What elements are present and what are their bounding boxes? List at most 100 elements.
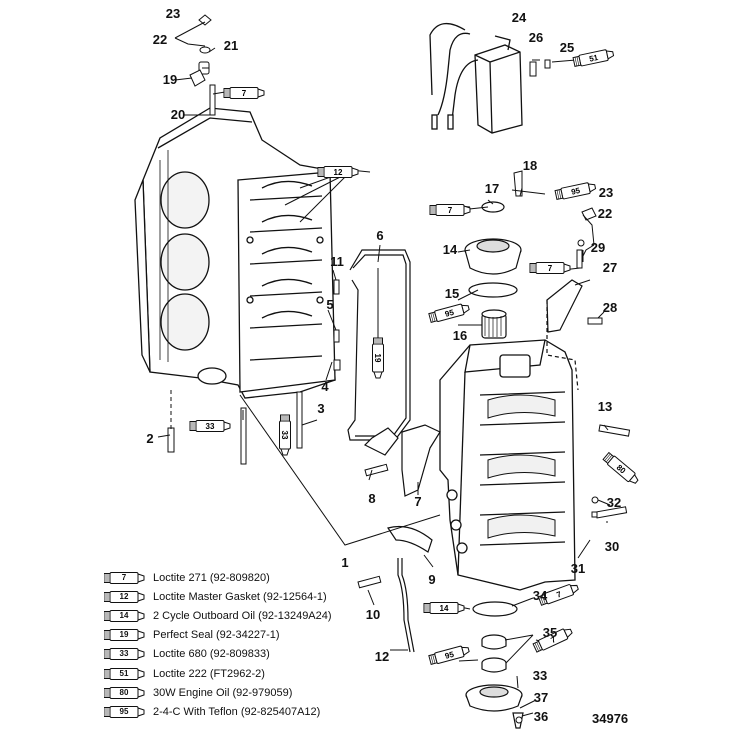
part-callout-number: 23 <box>166 6 180 21</box>
lubricant-tube-icon: 19 <box>104 629 146 642</box>
part-callout-number: 21 <box>224 38 238 53</box>
upper-end-cap <box>464 201 522 339</box>
part-callout-number: 11 <box>330 254 344 269</box>
tube-tag: 7 <box>429 204 471 216</box>
part-callout-number: 2 <box>146 431 153 446</box>
tube-tag-number: 95 <box>444 650 455 661</box>
part-callout-number: 5 <box>326 297 333 312</box>
part-callout-number: 30 <box>605 539 619 554</box>
tube-tag: 19 <box>372 337 384 379</box>
part-callout-number: 9 <box>428 572 435 587</box>
legend-row: 80 30W Engine Oil (92-979059) <box>104 683 404 702</box>
lubricant-tube-icon: 95 <box>104 705 146 718</box>
legend-code: 95 <box>119 706 129 716</box>
tube-tag: 95 <box>428 301 471 324</box>
tube-tag-number: 33 <box>206 422 215 431</box>
tube-tag: 95 <box>554 180 597 201</box>
tube-tag: 95 <box>428 643 471 666</box>
part-callout-number: 12 <box>375 649 389 664</box>
part-callout-number: 35 <box>543 625 557 640</box>
legend-label: 2-4-C With Teflon (92-825407A12) <box>153 705 321 718</box>
part-callout-number: 16 <box>453 328 467 343</box>
legend-code: 7 <box>121 572 127 582</box>
legend-row: 95 2-4-C With Teflon (92-825407A12) <box>104 702 404 721</box>
part-callout-number: 13 <box>598 399 612 414</box>
tube-tag-number: 14 <box>440 604 449 613</box>
lubricant-tube-icon: 51 <box>104 667 146 680</box>
legend-row: 51 Loctite 222 (FT2962-2) <box>104 664 404 683</box>
part-callout-number: 14 <box>443 242 458 257</box>
tube-tag-number: 12 <box>334 168 343 177</box>
tube-tag-number: 19 <box>373 354 382 363</box>
tube-tag-number: 95 <box>444 308 455 319</box>
part-callout-number: 31 <box>571 561 585 576</box>
legend-label: Loctite 680 (92-809833) <box>153 648 270 661</box>
legend-label: 30W Engine Oil (92-979059) <box>153 686 293 699</box>
part-callout-number: 26 <box>529 30 543 45</box>
part-callout-number: 22 <box>153 32 167 47</box>
legend-label: Perfect Seal (92-34227-1) <box>153 629 280 642</box>
tube-tag-number: 7 <box>242 89 247 98</box>
legend-code: 14 <box>119 610 129 620</box>
hoses-and-brackets <box>347 249 583 653</box>
part-callout-number: 34 <box>533 588 548 603</box>
legend-row: 14 2 Cycle Outboard Oil (92-13249A24) <box>104 606 404 625</box>
part-callout-number: 7 <box>414 494 421 509</box>
cylinder-block <box>134 107 336 399</box>
part-callout-number: 22 <box>598 206 612 221</box>
legend-code: 19 <box>119 630 129 640</box>
tube-tag: 7 <box>529 262 571 274</box>
lower-end-cap <box>465 601 524 729</box>
crankcase-cover <box>439 339 576 591</box>
tube-tag: 33 <box>279 414 291 456</box>
part-callout-number: 24 <box>512 10 527 25</box>
tube-tag-number: 7 <box>548 264 553 273</box>
tube-tag: 7 <box>532 625 575 654</box>
lubricant-tube-icon: 33 <box>104 648 146 661</box>
part-callout-number: 27 <box>603 260 617 275</box>
lubricant-tube-icon: 80 <box>104 686 146 699</box>
tube-tag: 7 <box>537 581 580 607</box>
part-callout-number: 28 <box>603 300 617 315</box>
lubricant-tube-icon: 12 <box>104 590 146 603</box>
part-callout-number: 33 <box>533 668 547 683</box>
legend-row: 33 Loctite 680 (92-809833) <box>104 645 404 664</box>
legend-code: 80 <box>119 687 129 697</box>
part-callout-number: 17 <box>485 181 499 196</box>
legend-label: Loctite 222 (FT2962-2) <box>153 667 265 680</box>
tube-tag-number: 33 <box>280 431 289 440</box>
tube-tag: 80 <box>601 451 641 487</box>
legend-code: 12 <box>119 591 129 601</box>
legend-row: 19 Perfect Seal (92-34227-1) <box>104 626 404 645</box>
legend-code: 51 <box>119 668 129 678</box>
hardware <box>167 14 631 724</box>
legend-row: 12 Loctite Master Gasket (92-12564-1) <box>104 587 404 606</box>
legend-label: 2 Cycle Outboard Oil (92-13249A24) <box>153 609 332 622</box>
part-callout-number: 10 <box>366 607 380 622</box>
part-callout-number: 20 <box>171 107 185 122</box>
tube-tag-number: 51 <box>588 53 599 64</box>
tube-tag: 12 <box>317 166 359 178</box>
part-callout-number: 18 <box>523 158 537 173</box>
part-callout-number: 8 <box>368 491 375 506</box>
legend-label: Loctite Master Gasket (92-12564-1) <box>153 590 327 603</box>
tube-tag: 14 <box>423 602 465 614</box>
part-callout-number: 37 <box>534 690 548 705</box>
tube-tag: 51 <box>572 47 615 68</box>
part-callout-number: 36 <box>534 709 548 724</box>
part-callout-number: 3 <box>317 401 324 416</box>
lubricant-tube-icon: 14 <box>104 609 146 622</box>
part-callout-number: 19 <box>163 72 177 87</box>
tube-tag-number: 7 <box>555 589 563 599</box>
part-callout-number: 6 <box>376 228 383 243</box>
figure-number: 34976 <box>592 711 629 726</box>
tube-tag-number: 95 <box>570 186 581 197</box>
part-callout-number: 4 <box>321 379 329 394</box>
tube-tag: 33 <box>189 420 231 432</box>
part-callout-number: 25 <box>560 40 574 55</box>
part-callout-number: 15 <box>445 286 459 301</box>
